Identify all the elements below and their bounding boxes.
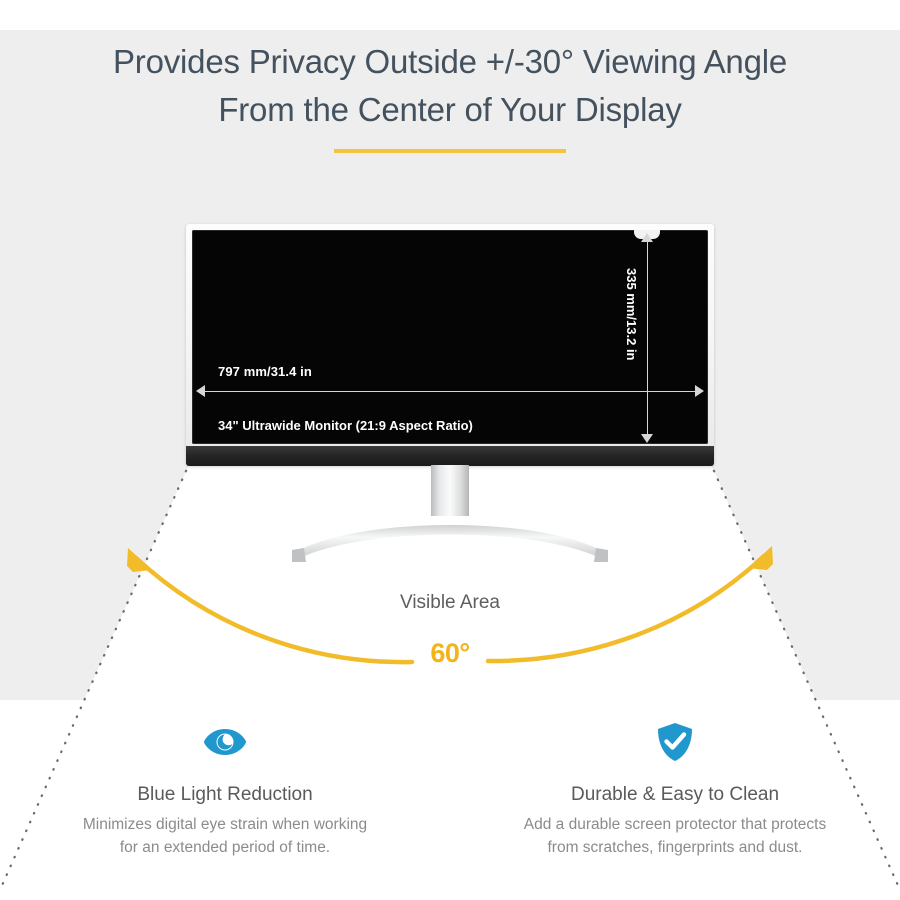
monitor-stand-neck bbox=[431, 465, 469, 516]
feature-description-line-1: Minimizes digital eye strain when workin… bbox=[82, 816, 368, 833]
monitor-spec-caption: 34" Ultrawide Monitor (21:9 Aspect Ratio… bbox=[218, 418, 473, 433]
height-arrow-top-icon bbox=[641, 233, 653, 242]
width-arrow-left-icon bbox=[196, 385, 205, 397]
visible-area-label: Visible Area bbox=[400, 592, 500, 613]
page-title-line-2: From the Center of Your Display bbox=[218, 91, 682, 128]
feature-title: Durable & Easy to Clean bbox=[570, 784, 780, 805]
feature-description-line-1: Add a durable screen protector that prot… bbox=[523, 816, 827, 833]
stand-base-curve bbox=[296, 525, 604, 560]
width-arrow-right-icon bbox=[695, 385, 704, 397]
feature-description-line-2: for an extended period of time. bbox=[119, 839, 331, 856]
feature-item-blue-light-reduction: Blue Light Reduction Minimizes digital e… bbox=[0, 722, 450, 859]
angle-arc-right bbox=[485, 553, 767, 664]
feature-list: Blue Light Reduction Minimizes digital e… bbox=[0, 722, 900, 859]
feature-item-durable-easy-to-clean: Durable & Easy to Clean Add a durable sc… bbox=[450, 722, 900, 859]
stand-foot-left bbox=[292, 548, 306, 562]
eye-icon bbox=[0, 722, 450, 762]
angle-arrow-right bbox=[748, 546, 773, 570]
width-dimension-line bbox=[202, 391, 696, 392]
monitor-stand-base bbox=[292, 525, 608, 562]
monitor-width-label: 797 mm/31.4 in bbox=[218, 364, 312, 379]
height-arrow-bottom-icon bbox=[641, 434, 653, 443]
monitor-illustration: 797 mm/31.4 in 335 mm/13.2 in 34" Ultraw… bbox=[186, 224, 714, 562]
feature-title: Blue Light Reduction bbox=[137, 784, 313, 805]
monitor-screen: 797 mm/31.4 in 335 mm/13.2 in 34" Ultraw… bbox=[192, 230, 708, 444]
height-dimension-line bbox=[647, 240, 648, 436]
monitor-height-label: 335 mm/13.2 in bbox=[624, 268, 639, 361]
cone-boundary-right bbox=[708, 460, 900, 892]
top-white-band bbox=[0, 0, 900, 30]
monitor-bottom-bezel bbox=[186, 446, 714, 466]
shield-check-icon bbox=[450, 722, 900, 762]
feature-description: Add a durable screen protector that prot… bbox=[450, 813, 900, 859]
page-title: Provides Privacy Outside +/-30° Viewing … bbox=[0, 38, 900, 134]
feature-description: Minimizes digital eye strain when workin… bbox=[0, 813, 450, 859]
feature-description-line-2: from scratches, fingerprints and dust. bbox=[547, 839, 803, 856]
visible-area-wedge bbox=[0, 462, 900, 900]
page-title-line-1: Provides Privacy Outside +/-30° Viewing … bbox=[112, 43, 788, 80]
cone-boundary-left bbox=[0, 460, 192, 892]
angle-arc-left bbox=[133, 555, 415, 665]
angle-arrow-left bbox=[127, 548, 152, 572]
title-underline-rule bbox=[334, 149, 566, 153]
viewing-angle-label: 60° bbox=[430, 638, 470, 668]
stand-foot-right bbox=[594, 548, 608, 562]
